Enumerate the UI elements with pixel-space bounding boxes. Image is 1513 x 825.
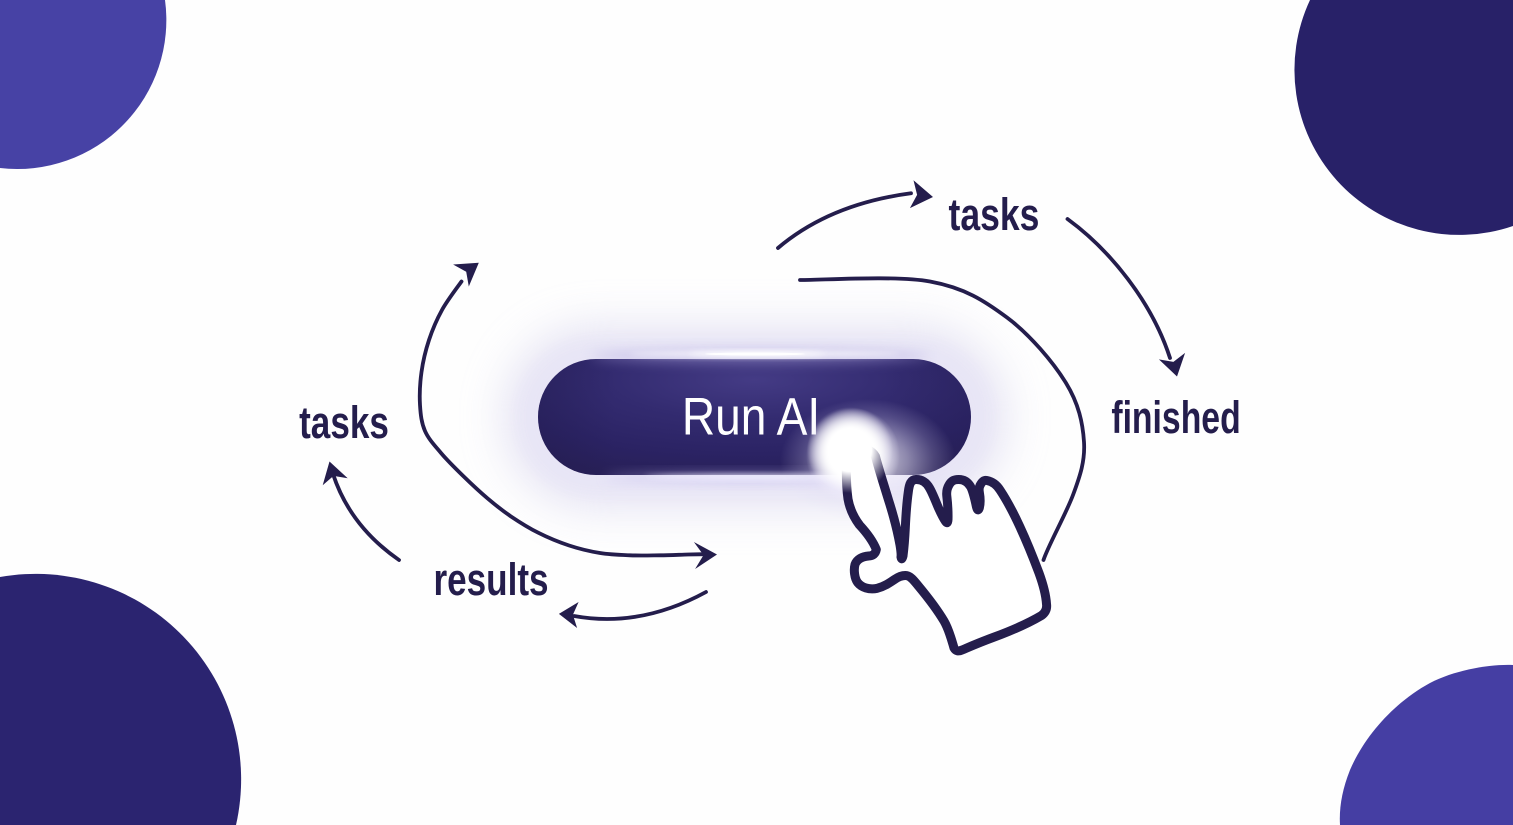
- svg-text:tasks: tasks: [949, 189, 1040, 240]
- svg-text:tasks: tasks: [299, 397, 389, 448]
- svg-text:results: results: [433, 554, 548, 605]
- svg-text:finished: finished: [1111, 393, 1240, 443]
